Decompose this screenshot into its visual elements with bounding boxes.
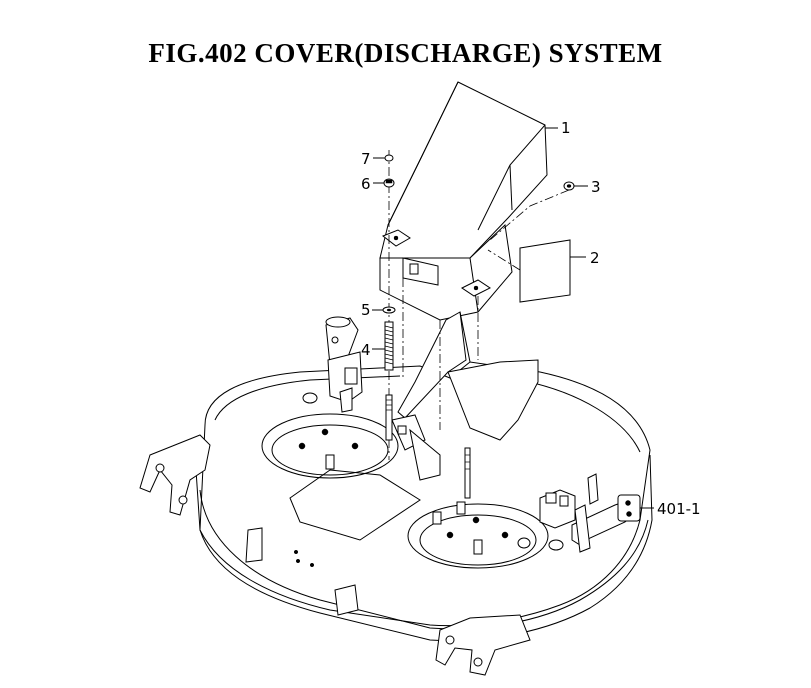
decal-label [519,239,571,303]
deck-discharge-opening [391,311,539,481]
compression-spring [384,321,394,371]
callout-labels: 1 2 3 4 5 6 7 401-1 [361,119,701,518]
deck-hanger-arm [571,473,641,553]
callout-2: 2 [590,249,600,267]
deck-front-bracket [245,527,359,616]
nut-small [384,154,394,162]
mower-deck [195,361,653,642]
callout-6: 6 [361,175,371,193]
callout-3: 3 [591,178,601,196]
deck-front-right-bracket [435,614,531,676]
assembly-guide-lines [402,189,570,430]
callout-leaders [372,127,654,509]
cover-nut [563,181,575,191]
callout-5: 5 [361,301,371,319]
callout-1: 1 [561,119,571,137]
spring-rod-assembly [382,150,396,460]
figure-title: FIG.402 COVER(DISCHARGE) SYSTEM [148,38,663,68]
discharge-cover [379,81,548,321]
right-pivot-block [539,489,576,529]
callout-401-1: 401-1 [657,500,701,518]
threaded-stud [464,447,471,499]
callout-4: 4 [361,341,371,359]
callout-7: 7 [361,150,371,168]
idler-post-bracket [325,316,363,413]
deck-front-left-bracket [139,434,211,516]
